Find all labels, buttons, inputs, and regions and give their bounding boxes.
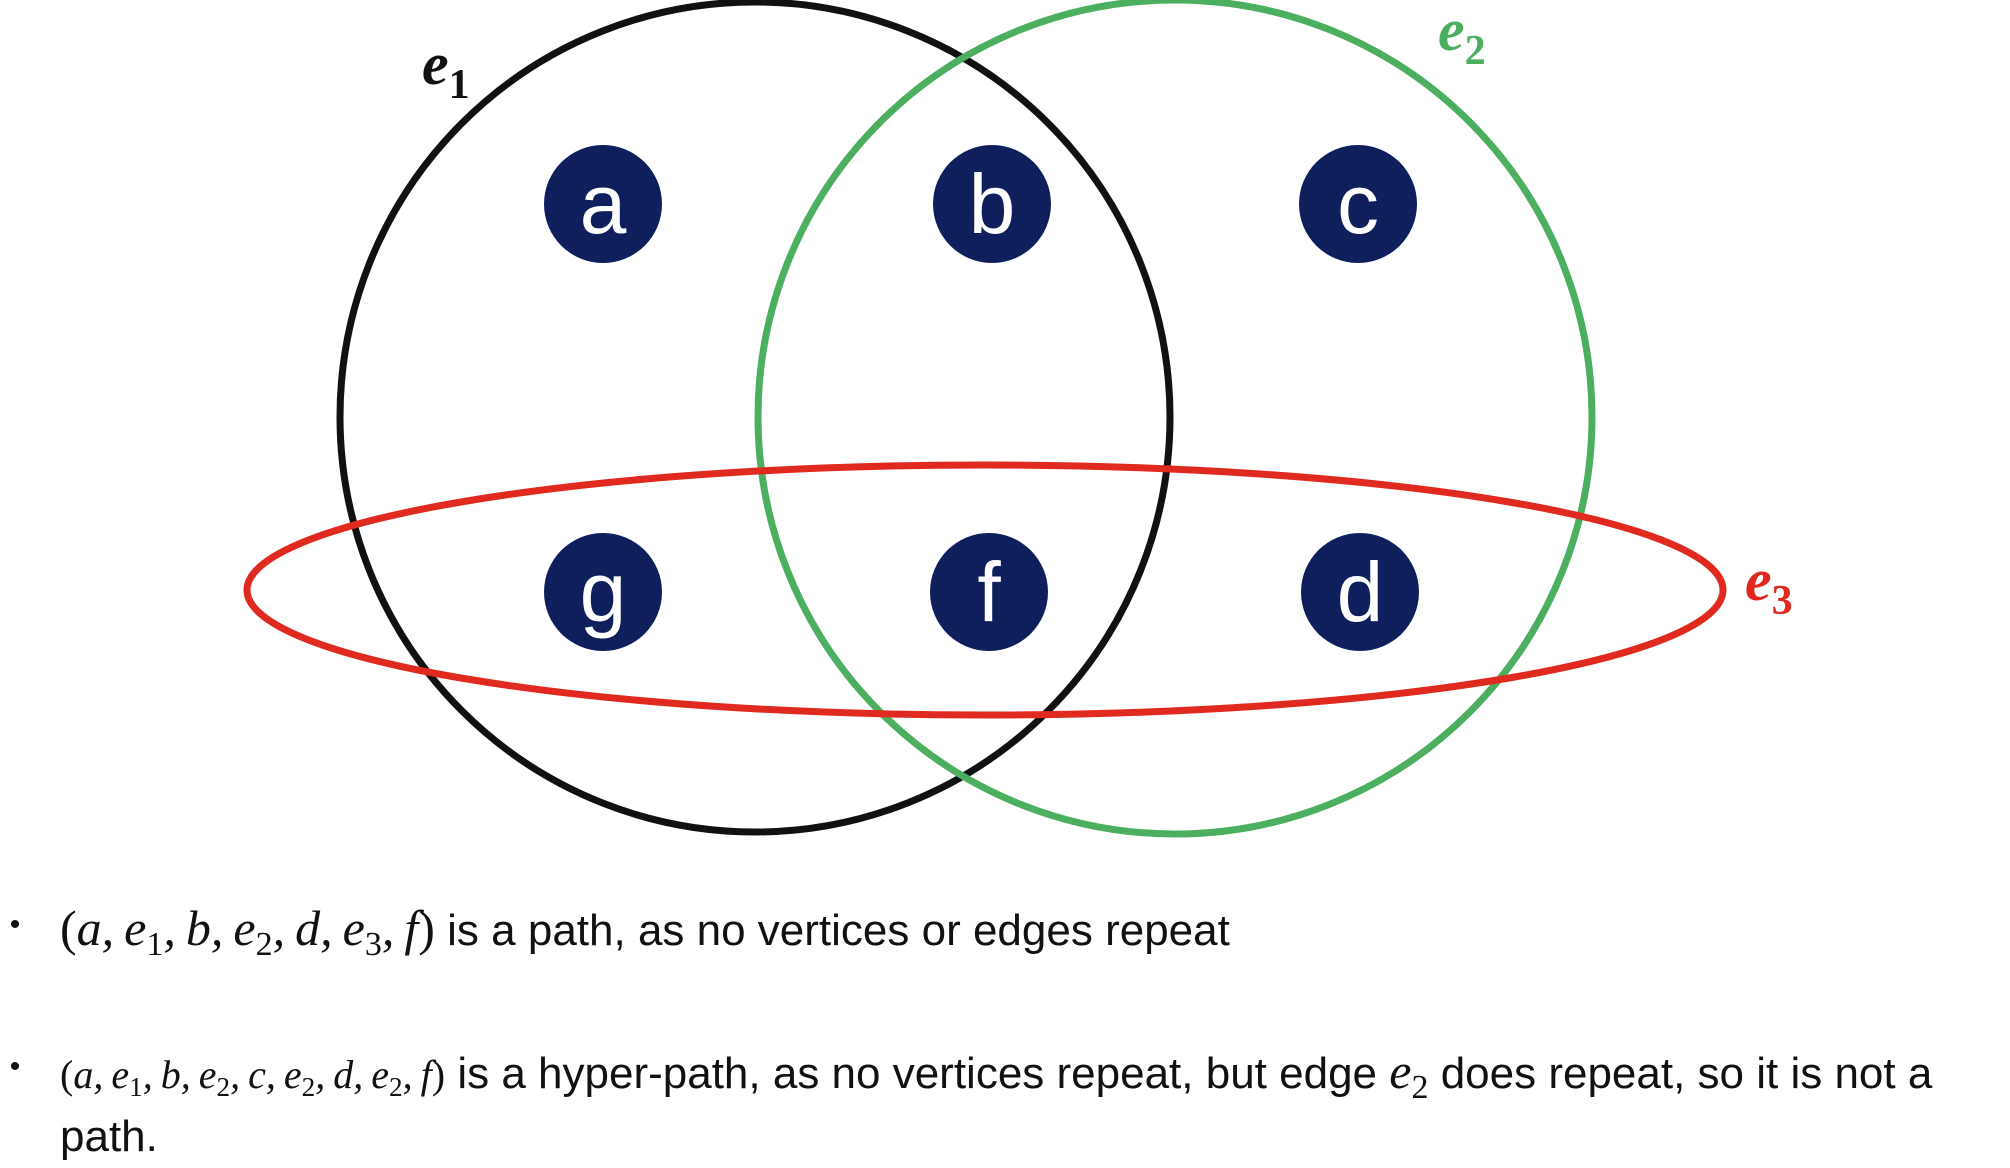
hyperedge-e1 [336, 0, 1174, 836]
inline-edge-e2: e2 [1389, 1043, 1429, 1107]
vertex-label-f: f [977, 545, 1001, 639]
hyperedge-label-e3: e3 [1745, 547, 1793, 624]
hyperedge-label-e2-letter: e [1438, 0, 1465, 63]
path-sequence-2: (a, e1, b, e2, c, e2, d, e2, f) [60, 1052, 446, 1103]
vertex-d: d [1301, 533, 1419, 651]
vertex-label-g: g [580, 545, 627, 639]
bullet-text-2-before: is a hyper-path, as no vertices repeat, … [457, 1049, 1378, 1098]
hyperedge-label-e1: e1 [422, 31, 470, 108]
hyperedge-label-e3-index: 3 [1772, 578, 1793, 624]
vertex-label-d: d [1337, 545, 1384, 639]
bullet-dot: • [9, 908, 21, 941]
hyperedge-label-e1-letter: e [422, 31, 449, 97]
vertex-f: f [930, 533, 1048, 651]
path-sequence-1: (a, e1, b, e2, d, e3, f) [60, 900, 435, 964]
vertex-b: b [933, 145, 1051, 263]
hyperedge-label-e3-letter: e [1745, 547, 1772, 613]
hyperedge-label-e2-index: 2 [1465, 28, 1486, 74]
bullet-body: (a, e1, b, e2, d, e3, f) is a path, as n… [60, 898, 2002, 964]
vertex-c: c [1299, 145, 1417, 263]
bullet-text-2-after: does repeat, so it is not a path. [60, 1049, 1933, 1161]
vertex-label-c: c [1337, 157, 1379, 251]
hyperedge-e2 [754, 0, 1596, 838]
bullet-dot: • [9, 1050, 21, 1083]
hyperedge-label-e2: e2 [1438, 0, 1486, 74]
hyperedge-label-e1-index: 1 [449, 62, 470, 108]
vertex-label-a: a [580, 157, 627, 251]
vertex-g: g [544, 533, 662, 651]
vertex-label-b: b [969, 157, 1016, 251]
vertex-a: a [544, 145, 662, 263]
bullet-body: (a, e1, b, e2, c, e2, d, e2, f) is a hyp… [60, 1040, 2002, 1168]
bullet-text-1: is a path, as no vertices or edges repea… [447, 906, 1230, 955]
hyperedge-e3 [243, 461, 1727, 719]
